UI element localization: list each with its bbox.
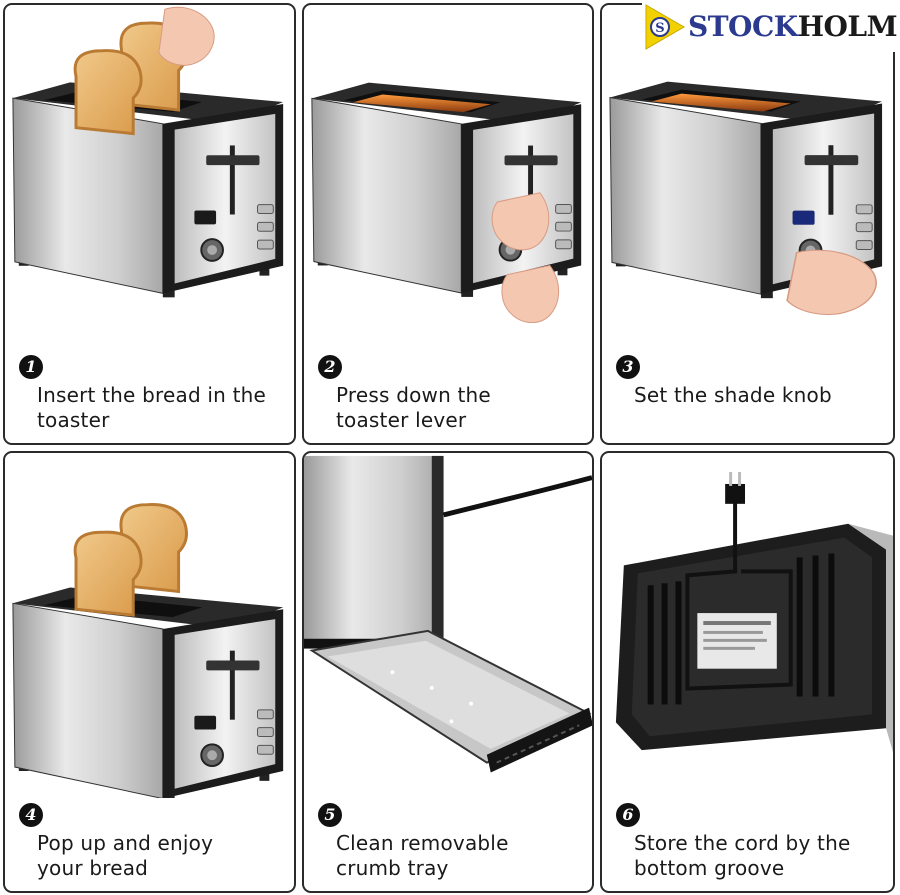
step-panel-6: 6 Store the cord by the bottom groove: [600, 451, 895, 893]
crumb-tray-image: [304, 453, 592, 798]
step-caption: Insert the bread in the toaster: [37, 383, 267, 432]
step-number: 1: [19, 355, 43, 379]
toaster-insert-bread-image: [5, 5, 294, 350]
step-panel-5: 5 Clean removable crumb tray: [302, 451, 594, 893]
step-number: 5: [318, 803, 342, 827]
brand-mark-letter: S: [655, 21, 664, 36]
toaster-pop-up-image: [5, 453, 294, 798]
brand-name-part2: HOLM: [797, 10, 898, 43]
step-number: 6: [616, 803, 640, 827]
step-panel-4: 4 Pop up and enjoy your bread: [3, 451, 296, 893]
step-caption: Set the shade knob: [634, 383, 832, 407]
brand-name: STOCKHOLM: [688, 10, 898, 43]
step-number: 2: [318, 355, 342, 379]
toaster-bottom-cord-storage-image: [602, 453, 893, 798]
step-panel-3: 3 Set the shade knob: [600, 3, 895, 445]
brand-name-part1: STOCK: [688, 10, 798, 43]
step-panel-2: 2 Press down the toaster lever: [302, 3, 594, 445]
step-caption: Clean removable crumb tray: [336, 831, 509, 880]
step-caption: Press down the toaster lever: [336, 383, 491, 432]
step-caption: Pop up and enjoy your bread: [37, 831, 214, 880]
step-number: 3: [616, 355, 640, 379]
brand-logo: S STOCKHOLM: [642, 2, 900, 52]
brand-mark-icon: S: [645, 4, 685, 50]
toaster-shade-knob-image: [602, 5, 893, 350]
step-caption: Store the cord by the bottom groove: [634, 831, 851, 880]
step-number: 4: [19, 803, 43, 827]
toaster-press-lever-image: [304, 5, 592, 350]
step-panel-1: 1 Insert the bread in the toaster: [3, 3, 296, 445]
